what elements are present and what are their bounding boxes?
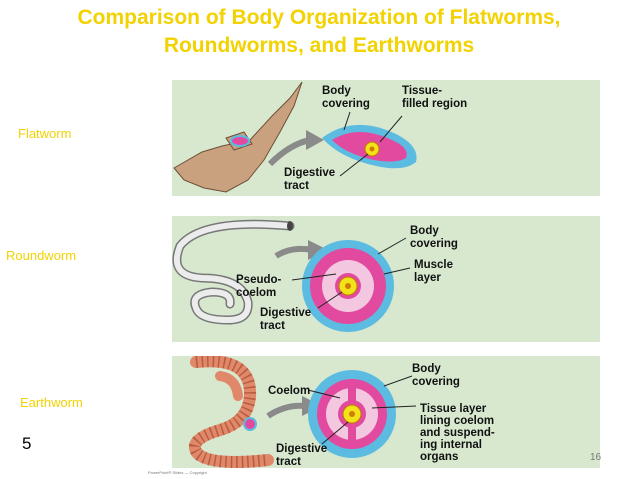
roundworm-leader-muscle [383,267,411,275]
image-credit: PowerPoint® Slides — Copyright [148,470,207,475]
earthworm-gut-lumen [349,411,355,417]
earthworm-label-body-covering-2: covering [412,376,460,388]
roundworm-label-body-covering-2: covering [410,238,458,250]
roundworm-label-body-covering-1: Body [410,225,439,237]
earthworm-cut-face [243,417,257,431]
flatworm-label-body-covering-2: covering [322,98,370,110]
roundworm-leader-body [377,237,407,255]
earthworm-arrow [266,402,307,419]
earthworm-leader-tissue [371,405,417,409]
earthworm-label-tissue-5: organs [420,451,458,463]
earthworm-label-tissue-4: ing internal [420,439,482,451]
slide-title-line-1: Comparison of Body Organization of Flatw… [77,6,561,29]
flatworm-gut-lumen [369,146,375,152]
roundworm-panel: Body covering Muscle layer Pseudo- coelo… [172,216,600,342]
roundworm-leader-digestive [317,291,343,309]
flatworm-arrow [267,137,311,167]
earthworm-leader-body [383,375,413,387]
flatworm-label-body-covering-1: Body [322,85,351,97]
flatworm-side-label: Flatworm [18,126,72,141]
earthworm-side-label: Earthworm [20,395,83,410]
roundworm-arrow-head [308,240,328,260]
roundworm-cut-face [287,221,293,231]
earthworm-panel: Body covering Coelom Tissue layer lining… [172,356,600,468]
earthworm-label-digestive-2: tract [276,456,301,468]
roundworm-label-muscle-1: Muscle [414,259,453,271]
flatworm-label-tissue-1: Tissue- [402,85,442,97]
flatworm-cut-face [230,135,250,147]
slide-title-line-2: Roundworms, and Earthworms [163,34,475,57]
roundworm-label-digestive-1: Digestive [260,307,311,319]
earthworm-label-coelom: Coelom [268,385,310,397]
roundworm-side-label: Roundworm [6,248,77,263]
page-number: 5 [22,434,32,453]
earthworm-segments [188,356,269,468]
earthworm-diagram: Body covering Coelom Tissue layer lining… [188,356,495,468]
earthworm-leader-digestive [321,421,349,445]
slide-number: 16 [590,452,602,463]
flatworm-leader-digestive [339,153,369,177]
flatworm-diagram: Body covering Tissue- filled region Dige… [173,81,467,193]
flatworm-label-digestive-1: Digestive [284,167,335,179]
slide-title: Comparison of Body Organization of Flatw… [0,4,638,60]
roundworm-leader-pseudo [291,273,337,281]
earthworm-label-body-covering-1: Body [412,363,441,375]
roundworm-diagram: Body covering Muscle layer Pseudo- coelo… [172,219,458,332]
roundworm-label-pseudo-1: Pseudo- [236,274,282,286]
flatworm-leader-tissue [379,115,403,143]
earthworm-label-digestive-1: Digestive [276,443,327,455]
flatworm-label-digestive-2: tract [284,180,309,192]
roundworm-label-digestive-2: tract [260,320,285,332]
earthworm-label-tissue-3: and suspend- [420,427,495,439]
flatworm-leader-body [343,111,351,131]
earthworm-label-tissue-2: lining coelom [420,415,494,427]
roundworm-label-muscle-2: layer [414,272,441,284]
roundworm-body-highlight [173,221,293,324]
flatworm-panel: Body covering Tissue- filled region Dige… [172,80,600,196]
flatworm-arrow-head [306,130,324,150]
earthworm-body-upper [215,371,243,401]
flatworm-label-tissue-2: filled region [402,98,467,110]
roundworm-gut-lumen [345,283,351,289]
earthworm-label-tissue-1: Tissue layer [420,403,487,415]
roundworm-arrow [274,245,313,259]
roundworm-label-pseudo-2: coelom [236,287,276,299]
earthworm-leader-coelom [307,389,341,399]
